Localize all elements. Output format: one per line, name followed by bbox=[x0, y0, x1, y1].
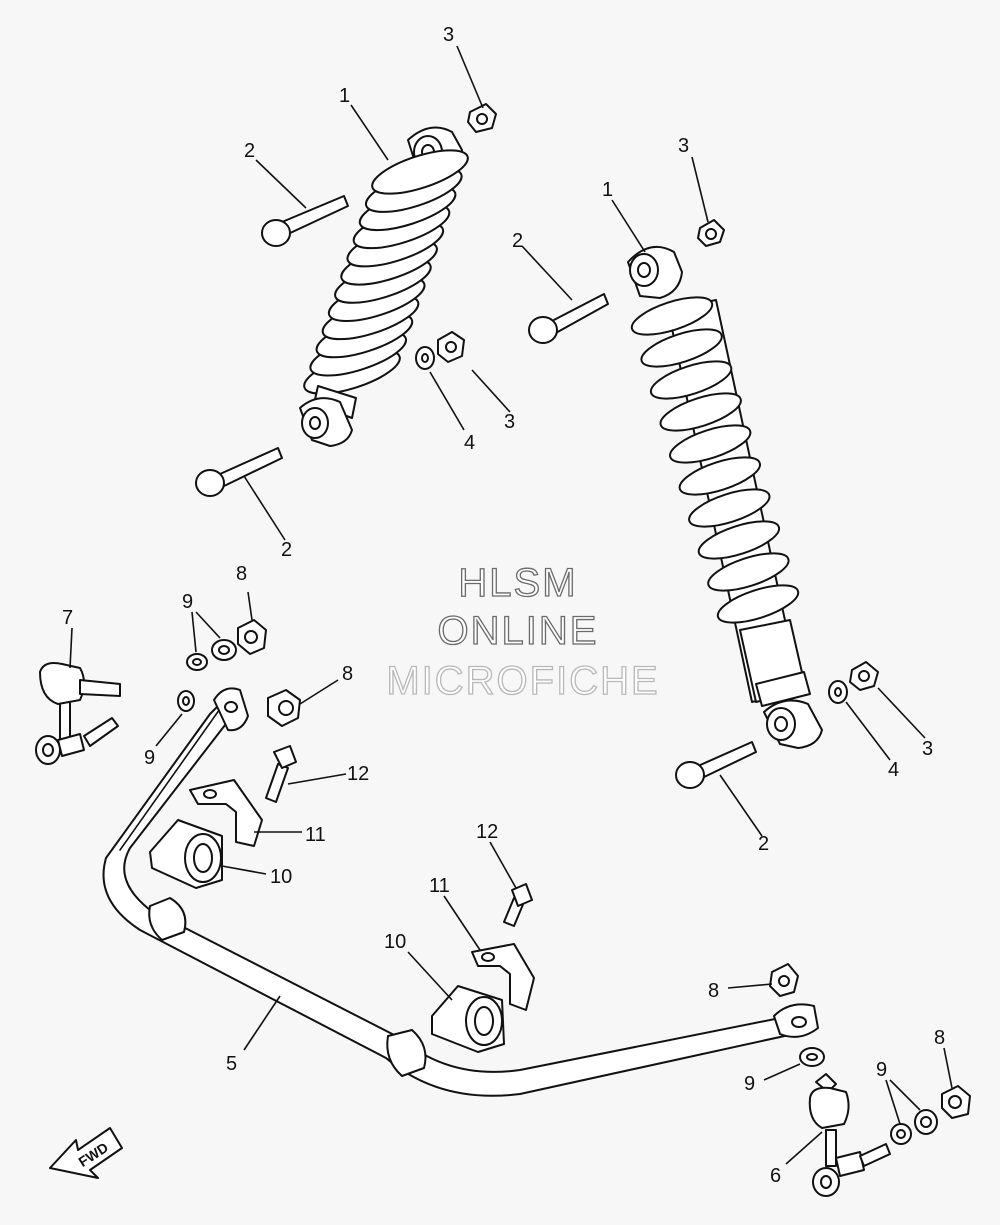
bolt-left-upper bbox=[261, 195, 349, 247]
bushing-right bbox=[431, 985, 505, 1053]
end-link-left bbox=[35, 662, 121, 765]
callout-9: 9 bbox=[876, 1059, 887, 1081]
callout-3: 3 bbox=[922, 738, 933, 760]
nut-left-top bbox=[467, 103, 497, 133]
bolt-bracket-right bbox=[503, 883, 533, 927]
watermark-line-3: MICROFICHE bbox=[386, 659, 659, 703]
callout-11: 11 bbox=[305, 824, 326, 846]
spring-coil bbox=[640, 328, 723, 368]
callout-3: 3 bbox=[443, 24, 454, 46]
callout-2: 2 bbox=[512, 230, 523, 252]
end-link-right bbox=[808, 1073, 891, 1197]
nut-right-8b bbox=[941, 1085, 971, 1119]
spring-coil bbox=[659, 392, 742, 432]
callout-8: 8 bbox=[708, 980, 719, 1002]
bolt-right-upper bbox=[528, 293, 609, 344]
washer-right-9a bbox=[799, 1047, 825, 1067]
bushing-left bbox=[149, 819, 223, 889]
callout-8: 8 bbox=[236, 563, 247, 585]
nut-left-bottom bbox=[437, 331, 465, 363]
spring-coil bbox=[707, 552, 790, 592]
callout-12: 12 bbox=[476, 821, 498, 843]
callout-1: 1 bbox=[602, 179, 613, 201]
callout-11: 11 bbox=[429, 875, 450, 897]
callout-numbers: 3 1 2 3 4 2 1 3 2 3 4 2 8 9 7 8 9 12 11 … bbox=[62, 24, 945, 1187]
callout-2: 2 bbox=[758, 833, 769, 855]
callout-8: 8 bbox=[934, 1027, 945, 1049]
spring-coil bbox=[678, 456, 761, 496]
left-shock-absorber bbox=[299, 126, 469, 447]
callout-8: 8 bbox=[342, 663, 353, 685]
callout-2: 2 bbox=[281, 539, 292, 561]
watermark-line-1: HLSM bbox=[458, 561, 577, 605]
callout-10: 10 bbox=[270, 866, 292, 888]
nut-left-8a bbox=[237, 619, 267, 655]
stabilizer-bar bbox=[102, 687, 819, 1097]
fwd-direction-arrow: FWD bbox=[49, 1127, 123, 1179]
callout-9: 9 bbox=[744, 1073, 755, 1095]
washer-left-bottom bbox=[415, 346, 435, 370]
washer-left-9c bbox=[177, 690, 195, 712]
bolt-right-lower bbox=[675, 741, 757, 789]
callout-3: 3 bbox=[678, 135, 689, 157]
callout-7: 7 bbox=[62, 607, 73, 629]
watermark-line-2: ONLINE bbox=[438, 609, 599, 653]
right-shock-absorber bbox=[627, 245, 823, 749]
leader-lines bbox=[69, 45, 953, 1165]
callout-9: 9 bbox=[144, 747, 155, 769]
callout-12: 12 bbox=[347, 763, 369, 785]
spring-coil bbox=[649, 360, 733, 400]
spring-coil bbox=[630, 296, 714, 336]
callout-9: 9 bbox=[182, 591, 193, 613]
callout-3: 3 bbox=[504, 411, 515, 433]
nut-left-8b bbox=[267, 689, 301, 727]
washer-right-bottom bbox=[828, 680, 848, 704]
spring-coil bbox=[669, 424, 752, 464]
spring-coil bbox=[716, 584, 800, 624]
callout-6: 6 bbox=[770, 1165, 781, 1187]
bracket-left bbox=[189, 779, 263, 847]
nut-right-top bbox=[697, 219, 725, 247]
callout-5: 5 bbox=[226, 1053, 237, 1075]
callout-1: 1 bbox=[339, 85, 350, 107]
bolt-bracket-left bbox=[265, 745, 297, 803]
nut-right-8a bbox=[769, 963, 799, 997]
callout-4: 4 bbox=[888, 759, 899, 781]
bolt-left-lower bbox=[195, 447, 283, 497]
washer-left-9b bbox=[211, 639, 237, 661]
spring-coil bbox=[688, 488, 771, 528]
nut-right-bottom bbox=[849, 661, 879, 691]
bracket-right bbox=[471, 943, 535, 1011]
watermark: HLSM ONLINE MICROFICHE bbox=[386, 560, 659, 703]
spring-coil bbox=[697, 520, 781, 560]
callout-4: 4 bbox=[464, 432, 475, 454]
callout-2: 2 bbox=[244, 140, 255, 162]
callout-10: 10 bbox=[384, 931, 406, 953]
washer-left-9a bbox=[186, 653, 208, 671]
washer-right-9b bbox=[890, 1123, 912, 1145]
spring-coil bbox=[371, 149, 469, 195]
washer-right-9c bbox=[914, 1109, 938, 1135]
